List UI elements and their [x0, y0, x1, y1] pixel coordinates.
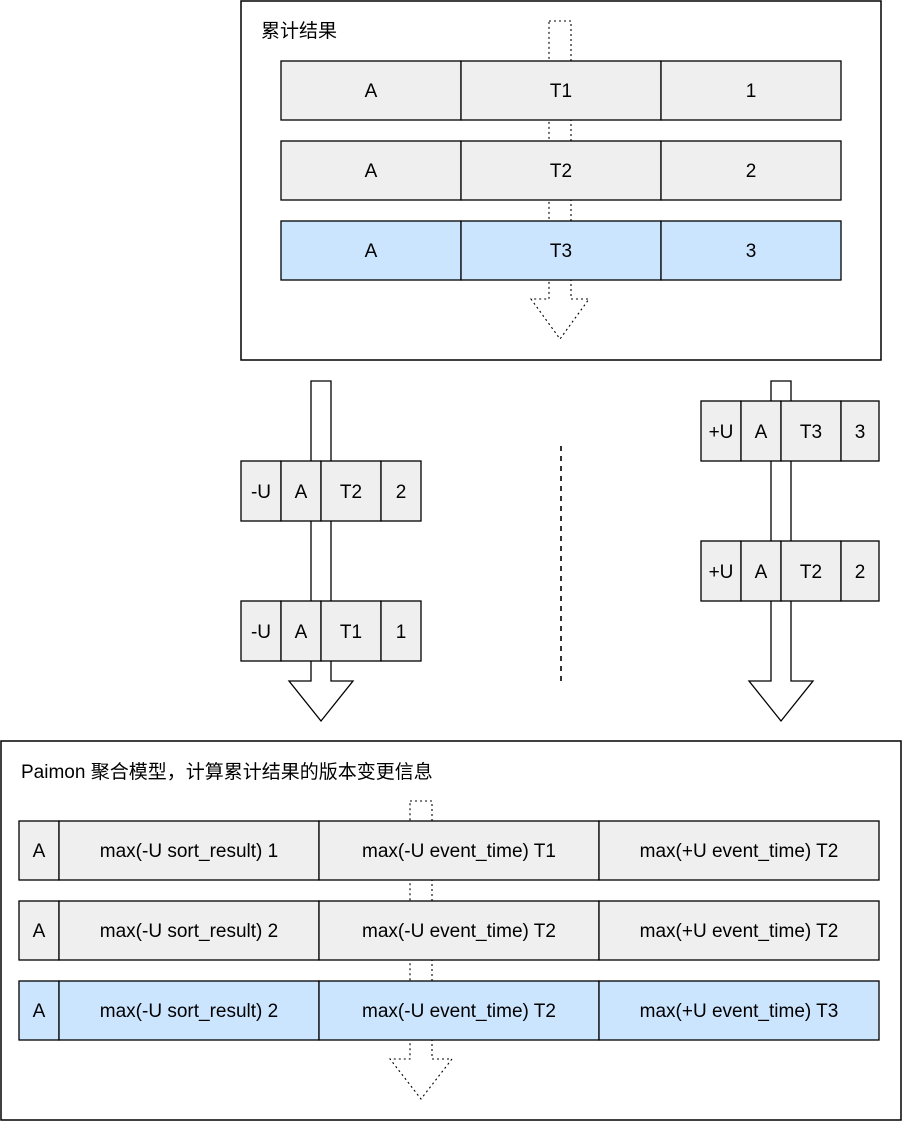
top-row-2-key: A — [365, 161, 378, 182]
top-row-1-cell-key — [280, 60, 462, 121]
left-record-2-value: 1 — [396, 622, 407, 643]
bottom-row-2-minus-time: max(-U event_time) T2 — [362, 921, 556, 942]
top-row-3-key: A — [365, 241, 378, 262]
right-record-1-value-cell — [840, 400, 880, 462]
bottom-row-2-sort: max(-U sort_result) 2 — [100, 921, 278, 942]
bottom-row-2-cell-sort — [58, 900, 320, 961]
top-row-1-value: 1 — [746, 81, 757, 102]
right-record-1: +U A T3 3 — [700, 400, 880, 462]
bottom-row-2-key: A — [33, 921, 46, 942]
top-row-1-key: A — [365, 81, 378, 102]
left-record-1-value-cell — [380, 460, 422, 522]
left-record-2-key: A — [295, 622, 308, 643]
right-record-1-key: A — [755, 422, 768, 443]
right-record-2-key: A — [755, 562, 768, 583]
right-record-2-value: 2 — [855, 562, 866, 583]
right-record-2-op: +U — [709, 562, 734, 583]
bottom-panel-title: Paimon 聚合模型，计算累计结果的版本变更信息 — [21, 761, 433, 783]
right-record-2-op-cell — [700, 540, 742, 602]
bottom-row-3-sort: max(-U sort_result) 2 — [100, 1001, 278, 1022]
right-record-1-value: 3 — [855, 422, 866, 443]
left-record-1-op: -U — [251, 482, 271, 503]
top-row-2-time: T2 — [550, 161, 572, 182]
left-record-1-time: T2 — [340, 482, 362, 503]
right-stream: +U A T3 3 +U A T2 2 — [700, 380, 880, 723]
left-record-2-value-cell — [380, 600, 422, 662]
bottom-row-3-cell-minus-time — [318, 980, 600, 1041]
left-record-1-value: 2 — [396, 482, 407, 503]
bottom-row-1-sort: max(-U sort_result) 1 — [100, 841, 278, 862]
bottom-row-1-cell-plus-time — [598, 820, 880, 881]
left-record-1: -U A T2 2 — [240, 460, 422, 522]
bottom-row-3-plus-time: max(+U event_time) T3 — [640, 1001, 839, 1022]
bottom-row-1-key: A — [33, 841, 46, 862]
bottom-row-3-cell-plus-time — [598, 980, 880, 1041]
right-record-1-time: T3 — [800, 422, 822, 443]
right-record-1-op: +U — [709, 422, 734, 443]
left-record-2-time: T1 — [340, 622, 362, 643]
bottom-row-3-minus-time: max(-U event_time) T2 — [362, 1001, 556, 1022]
bottom-row-1-cell-sort — [58, 820, 320, 881]
left-stream-arrow — [287, 380, 355, 723]
bottom-row-1-cell-minus-time — [318, 820, 600, 881]
bottom-row-2-cell-plus-time — [598, 900, 880, 961]
bottom-row-2: A max(-U sort_result) 2 max(-U event_tim… — [18, 900, 880, 961]
top-row-3-cell-key — [280, 220, 462, 281]
right-record-2-time: T2 — [800, 562, 822, 583]
bottom-row-2-plus-time: max(+U event_time) T2 — [640, 921, 839, 942]
right-record-2-value-cell — [840, 540, 880, 602]
bottom-row-3-cell-sort — [58, 980, 320, 1041]
left-stream: -U A T2 2 -U A T1 1 — [240, 380, 422, 723]
top-row-3-time: T3 — [550, 241, 572, 262]
right-record-1-key-cell — [740, 400, 782, 462]
top-row-3-value: 3 — [746, 241, 757, 262]
top-row-1-time: T1 — [550, 81, 572, 102]
top-row-2-cell-value — [660, 140, 842, 201]
top-row-1-cell-time — [460, 60, 662, 121]
top-panel: 累计结果 A T1 1 A T2 2 A T3 3 — [240, 0, 882, 361]
top-row-3-cell-value — [660, 220, 842, 281]
bottom-panel: Paimon 聚合模型，计算累计结果的版本变更信息 A max(-U sort_… — [0, 740, 902, 1121]
left-record-2: -U A T1 1 — [240, 600, 422, 662]
bottom-row-1: A max(-U sort_result) 1 max(-U event_tim… — [18, 820, 880, 881]
bottom-row-1-minus-time: max(-U event_time) T1 — [362, 841, 556, 862]
left-record-2-time-cell — [320, 600, 382, 662]
top-row-1-cell-value — [660, 60, 842, 121]
bottom-row-1-plus-time: max(+U event_time) T2 — [640, 841, 839, 862]
top-row-1: A T1 1 — [280, 60, 842, 121]
bottom-row-3: A max(-U sort_result) 2 max(-U event_tim… — [18, 980, 880, 1041]
top-row-2-value: 2 — [746, 161, 757, 182]
top-row-2: A T2 2 — [280, 140, 842, 201]
top-panel-title: 累计结果 — [261, 20, 337, 42]
right-record-2-key-cell — [740, 540, 782, 602]
top-row-2-cell-key — [280, 140, 462, 201]
left-record-2-op: -U — [251, 622, 271, 643]
right-record-1-time-cell — [780, 400, 842, 462]
left-record-1-key-cell — [280, 460, 322, 522]
top-row-3: A T3 3 — [280, 220, 842, 281]
left-record-1-key: A — [295, 482, 308, 503]
left-record-2-key-cell — [280, 600, 322, 662]
top-row-2-cell-time — [460, 140, 662, 201]
bottom-row-3-key: A — [33, 1001, 46, 1022]
right-record-2: +U A T2 2 — [700, 540, 880, 602]
